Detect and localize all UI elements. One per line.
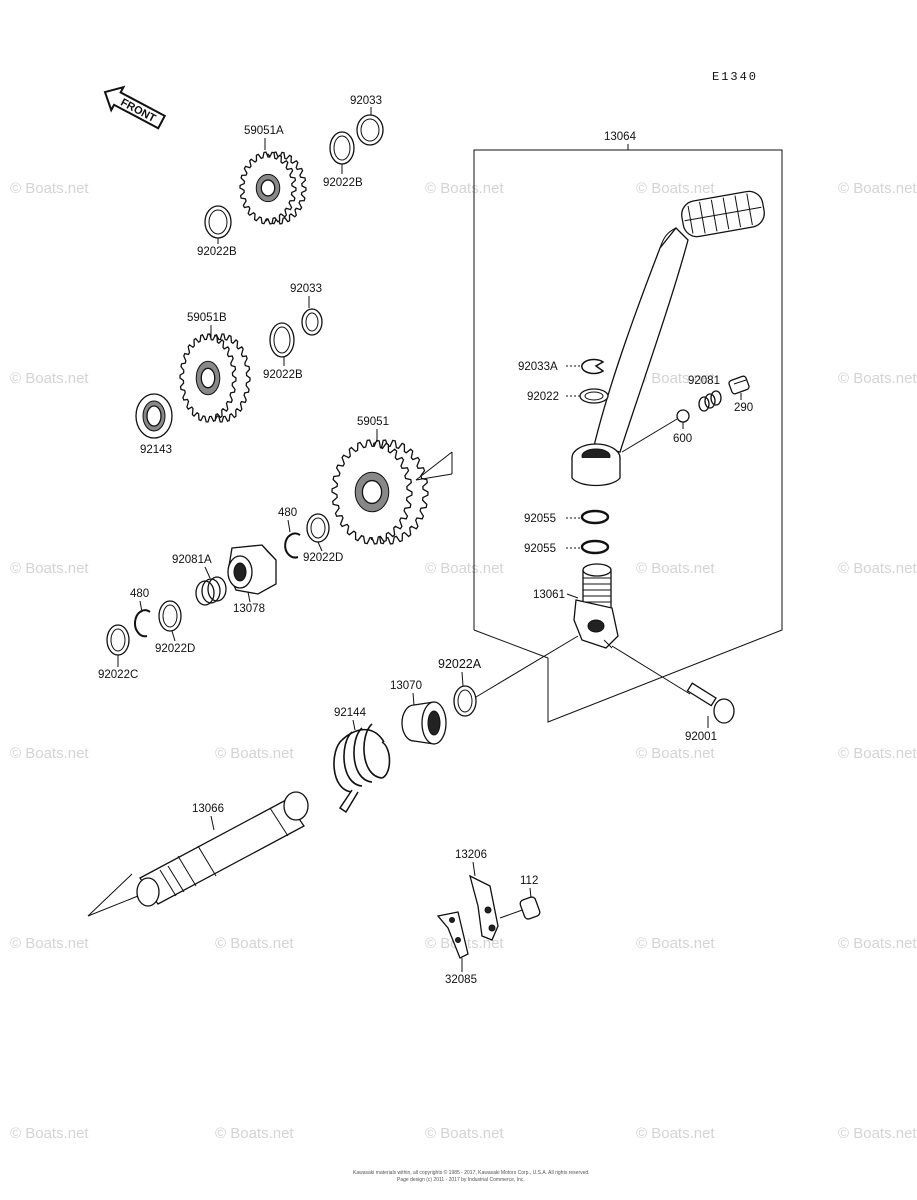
pin-290 <box>728 375 750 395</box>
watermark: © Boats.net <box>10 370 89 387</box>
callout-480-2: 480 <box>130 588 149 600</box>
callout-92081: 92081 <box>688 375 720 387</box>
callout-92001: 92001 <box>685 731 717 743</box>
callout-92055-2: 92055 <box>524 543 556 555</box>
watermark: © Boats.net <box>838 935 917 952</box>
bearing-92143 <box>135 393 173 439</box>
spring-guide-13070 <box>401 701 447 745</box>
watermark: © Boats.net <box>10 1125 89 1142</box>
watermark: © Boats.net <box>838 180 917 197</box>
plate-32085 <box>436 911 469 959</box>
watermark: © Boats.net <box>10 745 89 762</box>
callout-13064: 13064 <box>604 131 637 143</box>
callout-13078: 13078 <box>233 603 265 615</box>
callout-59051B: 59051B <box>187 312 227 324</box>
callout-92033-top: 92033 <box>350 95 382 107</box>
callout-112: 112 <box>520 875 538 887</box>
kick-lever-13061 <box>573 563 619 649</box>
watermark: © Boats.net <box>636 1125 715 1142</box>
callout-92055-1: 92055 <box>524 513 556 525</box>
kick-shaft-13066 <box>136 791 309 907</box>
callout-13061: 13061 <box>533 589 565 601</box>
plate-13206 <box>469 874 499 941</box>
gear-59051-arrow <box>415 451 453 481</box>
kick-pedal-bracket <box>473 144 783 723</box>
spring-92081A <box>195 576 227 606</box>
watermark: © Boats.net <box>838 560 917 577</box>
watermark: © Boats.net <box>425 560 504 577</box>
watermark: © Boats.net <box>636 180 715 197</box>
watermark: © Boats.net <box>838 745 917 762</box>
watermark: © Boats.net <box>10 180 89 197</box>
shaft-arrow <box>87 873 139 917</box>
watermark: © Boats.net <box>838 1125 917 1142</box>
snap-ring-92033 <box>301 308 323 336</box>
gear-59051 <box>331 439 429 545</box>
watermark: © Boats.net <box>636 745 715 762</box>
gear-59051B <box>179 333 251 423</box>
watermark: © Boats.net <box>425 1125 504 1142</box>
callout-92022D-2: 92022D <box>155 643 195 655</box>
o-ring-92055 <box>580 539 610 555</box>
gear-59051A <box>239 151 307 225</box>
ball-600 <box>676 409 690 423</box>
callout-92022B-2: 92022B <box>197 246 237 258</box>
o-ring-92055 <box>580 509 610 525</box>
watermark: © Boats.net <box>838 370 917 387</box>
washer-92022 <box>579 388 609 404</box>
callout-92033-mid: 92033 <box>290 283 322 295</box>
callout-92022D-1: 92022D <box>303 552 343 564</box>
callout-480-1: 480 <box>278 507 297 519</box>
watermark: © Boats.net <box>10 560 89 577</box>
callout-13206: 13206 <box>455 849 487 861</box>
watermark: © Boats.net <box>215 745 294 762</box>
kick-pedal-13064 <box>571 190 765 487</box>
watermark: © Boats.net <box>215 1125 294 1142</box>
callout-59051: 59051 <box>357 416 389 428</box>
callout-92033A: 92033A <box>518 361 558 373</box>
screw-112 <box>499 896 541 920</box>
diagram-code: E1340 <box>712 70 758 84</box>
ratchet-13078 <box>227 544 277 595</box>
snap-ring-92033A <box>581 358 605 375</box>
watermark-layer: © Boats.net © Boats.net © Boats.net © Bo… <box>10 180 917 1142</box>
footer-line-1: Kawasaki materials within, all copyright… <box>353 1169 590 1176</box>
callout-600: 600 <box>673 433 692 445</box>
callout-32085: 32085 <box>445 974 477 986</box>
callout-92022B-1: 92022B <box>323 177 363 189</box>
front-arrow-icon: FRONT <box>103 85 167 130</box>
callout-13070: 13070 <box>390 680 422 692</box>
callout-92022C: 92022C <box>98 669 138 681</box>
callout-92143: 92143 <box>140 444 172 456</box>
snap-ring-480 <box>284 532 301 559</box>
watermark: © Boats.net <box>636 560 715 577</box>
watermark: © Boats.net <box>636 935 715 952</box>
callout-290: 290 <box>734 402 753 414</box>
bolt-92001 <box>611 645 735 724</box>
callout-92022: 92022 <box>527 391 559 403</box>
callout-92022A: 92022A <box>438 657 482 671</box>
watermark: © Boats.net <box>215 935 294 952</box>
snap-ring-480 <box>134 609 151 638</box>
callout-92022B-3: 92022B <box>263 369 303 381</box>
callout-59051A: 59051A <box>244 125 284 137</box>
callout-92081A: 92081A <box>172 554 212 566</box>
watermark: © Boats.net <box>425 180 504 197</box>
callout-13066: 13066 <box>192 803 224 815</box>
footer-line-2: Page design (c) 2011 - 2017 by Industria… <box>397 1177 525 1183</box>
spring-92081 <box>698 390 722 412</box>
callout-92144: 92144 <box>334 707 367 719</box>
watermark: © Boats.net <box>10 935 89 952</box>
kick-spring-92144 <box>333 723 391 814</box>
watermark: © Boats.net <box>636 370 715 387</box>
